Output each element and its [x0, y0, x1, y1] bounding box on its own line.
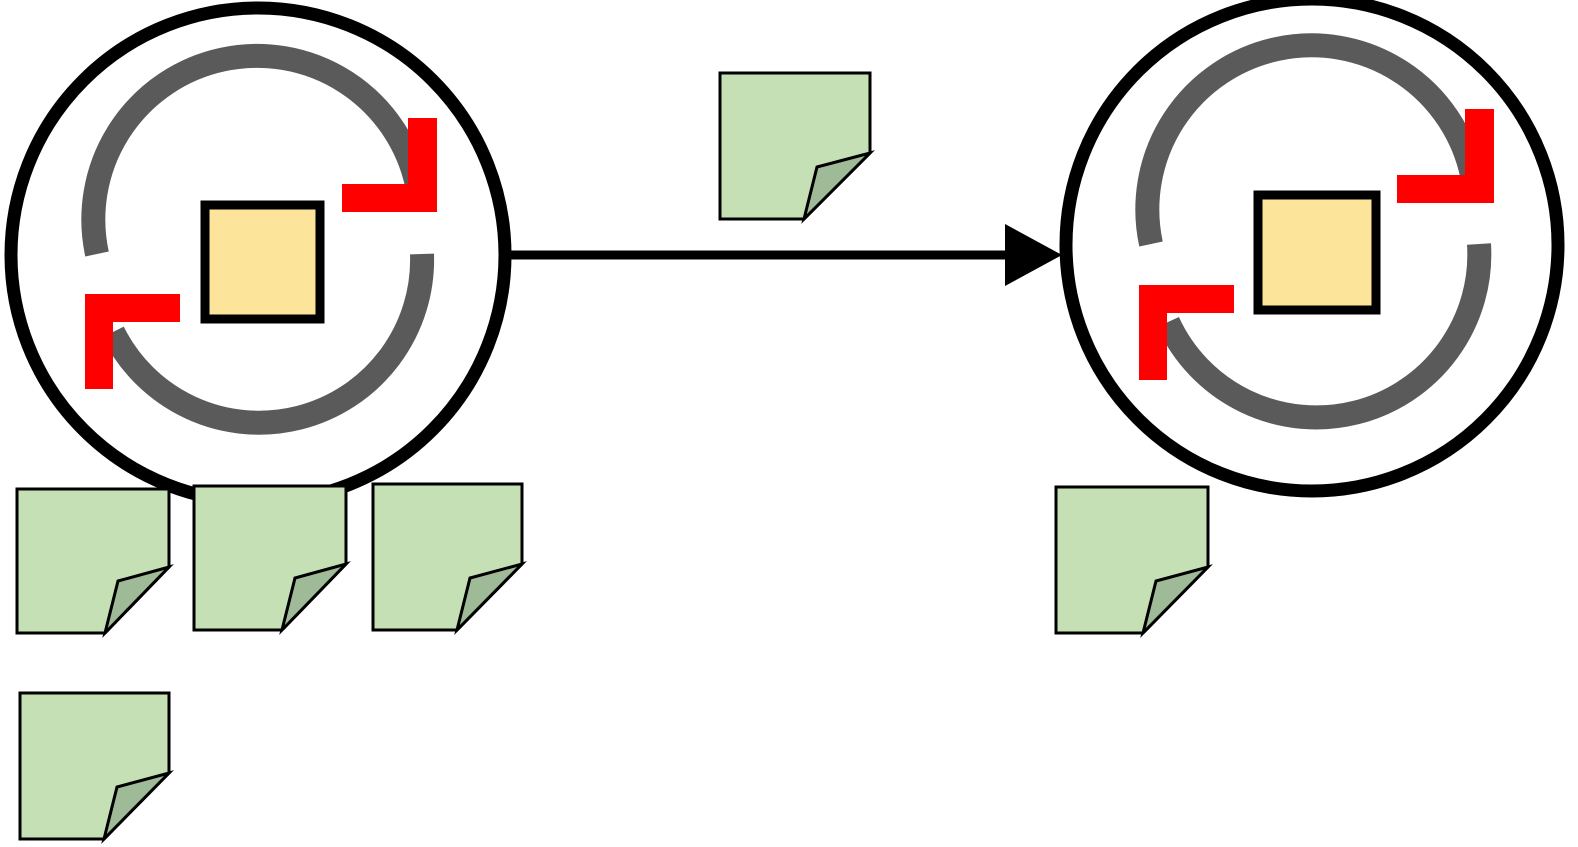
- sticky-note-icon[interactable]: [192, 484, 351, 636]
- cycle-arc-top: [1135, 33, 1484, 247]
- cycle-arrowhead-top-h: [342, 184, 437, 212]
- center-square: [1253, 190, 1381, 315]
- process-node-source[interactable]: [4, 1, 512, 509]
- sticky-note-icon[interactable]: [15, 487, 174, 639]
- sticky-note-icon[interactable]: [371, 482, 527, 635]
- arrow-right-icon: [1005, 224, 1062, 286]
- cycle-arrowhead-bottom-v: [1139, 285, 1167, 380]
- cycle-refresh-icon: [1135, 33, 1494, 430]
- cycle-arc-top: [81, 43, 429, 257]
- cycle-arrowhead-top-h: [1397, 175, 1494, 203]
- sticky-note-icon[interactable]: [718, 71, 875, 224]
- center-square: [200, 200, 325, 324]
- cycle-arc-bottom: [1157, 243, 1492, 430]
- sticky-note-icon[interactable]: [1054, 485, 1213, 638]
- cycle-arc-bottom: [102, 253, 435, 435]
- process-node-target[interactable]: [1059, 0, 1565, 498]
- cycle-refresh-icon: [81, 43, 437, 435]
- connector-arrow: [508, 224, 1062, 286]
- cycle-arrowhead-bottom-v: [85, 294, 113, 389]
- sticky-note-icon[interactable]: [18, 691, 174, 844]
